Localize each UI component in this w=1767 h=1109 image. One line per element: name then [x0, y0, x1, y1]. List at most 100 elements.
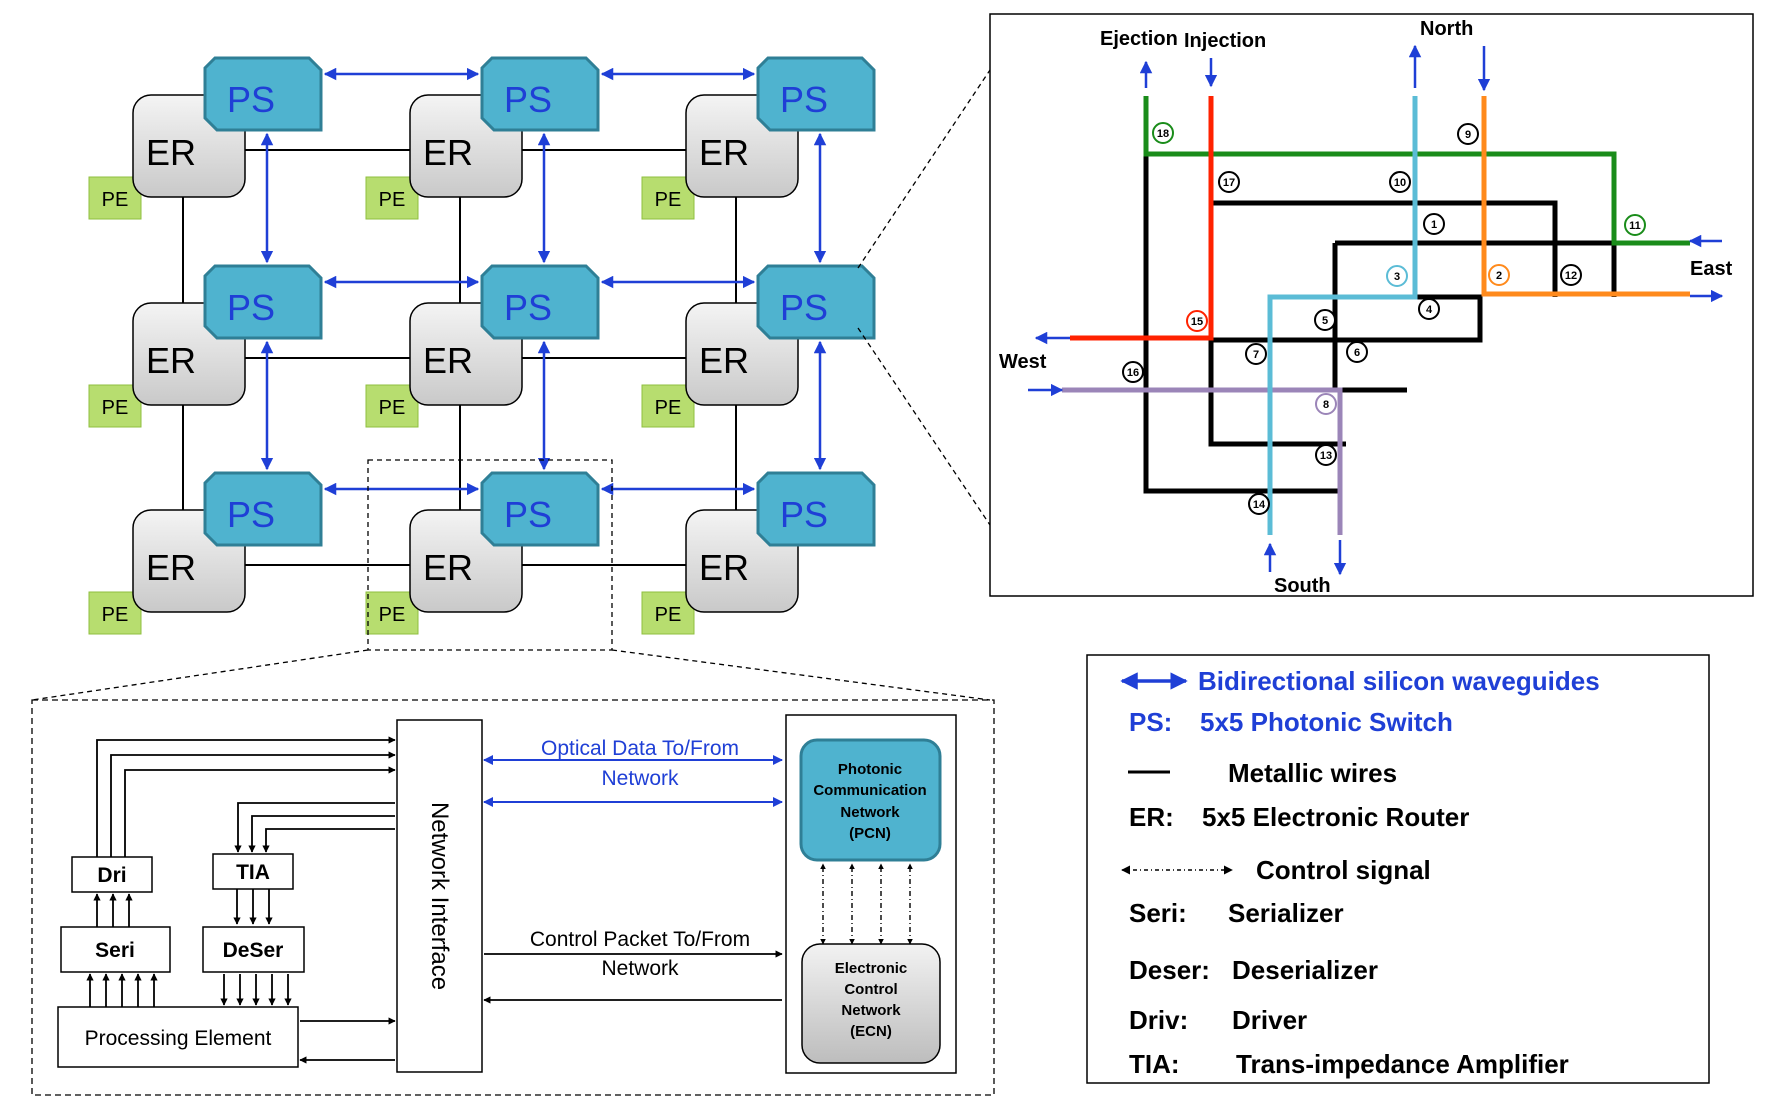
- legend-seri-desc: Serializer: [1228, 898, 1344, 928]
- mesh-grid: PEERPSPEERPSPEERPSPEERPSPEERPSPEERPSPEER…: [88, 56, 876, 635]
- switch-number: 1: [1431, 219, 1437, 231]
- ps-block: [480, 56, 600, 132]
- switch-marker: 7: [1245, 343, 1267, 365]
- network-interface-box: Network Interface: [396, 719, 483, 1073]
- switch-number: 7: [1253, 349, 1259, 361]
- router-line-cyan: [1267, 96, 1418, 535]
- switch-marker: 15: [1186, 310, 1208, 332]
- control-packet-label-line1: Control Packet To/From: [530, 928, 750, 951]
- router-line-black: [1211, 294, 1483, 343]
- ps-block: [756, 471, 876, 547]
- port-ejection-label: Ejection: [1100, 28, 1178, 50]
- switch-marker: 4: [1418, 298, 1440, 320]
- dri-box: Dri: [71, 856, 153, 893]
- ps-block: [756, 264, 876, 340]
- legend-waveguide-text: Bidirectional silicon waveguides: [1198, 666, 1600, 696]
- switch-number: 4: [1426, 304, 1433, 316]
- legend-deser-desc: Deserializer: [1232, 955, 1378, 985]
- legend-panel: Bidirectional silicon waveguides PS: 5x5…: [1086, 654, 1710, 1084]
- ps-label: PS: [227, 287, 275, 328]
- optical-data-label-line2: Network: [601, 767, 679, 790]
- router-line-purple: [1062, 387, 1343, 535]
- switch-number: 9: [1465, 129, 1471, 141]
- port-injection-label: Injection: [1184, 30, 1266, 52]
- switch-marker-circle: [1386, 265, 1408, 287]
- switch-marker-circle: [1314, 309, 1336, 331]
- tia-box: TIA: [212, 853, 294, 890]
- switch-marker: 6: [1346, 341, 1368, 363]
- ps-label: PS: [227, 79, 275, 120]
- legend-ps-key: PS:: [1129, 707, 1172, 737]
- legend-tia-desc: Trans-impedance Amplifier: [1236, 1049, 1569, 1079]
- router-line-black: [1143, 154, 1340, 494]
- pe-block: [365, 176, 419, 220]
- pe-block: [641, 176, 695, 220]
- ecn-label-3: Network: [841, 1002, 901, 1019]
- ps-label: PS: [504, 79, 552, 120]
- tia-label: TIA: [236, 861, 270, 884]
- router-line-black: [1211, 200, 1558, 297]
- legend-control-text: Control signal: [1256, 855, 1431, 885]
- pe-block: [88, 591, 142, 635]
- switch-marker: 11: [1624, 214, 1646, 236]
- switch-marker-circle: [1152, 122, 1174, 144]
- port-south-label: South: [1274, 575, 1331, 597]
- ni-network-links: [483, 755, 783, 1004]
- pe-block: [88, 176, 142, 220]
- switch-marker: 10: [1389, 171, 1411, 193]
- mesh-waveguides: [260, 67, 827, 496]
- switch-marker: 18: [1152, 122, 1174, 144]
- pe-label: PE: [379, 397, 406, 419]
- ecn-label-4: (ECN): [850, 1023, 892, 1040]
- ps-block: [203, 264, 323, 340]
- er-label: ER: [699, 340, 749, 381]
- router-port-labels: Ejection Injection North East West South: [999, 18, 1733, 597]
- legend-seri-key: Seri:: [1129, 898, 1187, 928]
- ps-label: PS: [780, 494, 828, 535]
- deser-label: DeSer: [223, 939, 284, 962]
- er-label: ER: [146, 132, 196, 173]
- pcn-ecn-control-links: [820, 863, 913, 945]
- switch-marker: 13: [1315, 444, 1337, 466]
- port-north-label: North: [1420, 18, 1473, 40]
- ps-label: PS: [227, 494, 275, 535]
- switch-marker-circle: [1624, 214, 1646, 236]
- switch-marker-circle: [1346, 341, 1368, 363]
- switch-marker: 8: [1315, 393, 1337, 415]
- switch-marker-circle: [1315, 393, 1337, 415]
- pe-label: PE: [379, 189, 406, 211]
- ps-block: [756, 56, 876, 132]
- legend-ps-desc: 5x5 Photonic Switch: [1200, 707, 1453, 737]
- pe-block: [365, 384, 419, 428]
- legend-er-key: ER:: [1129, 802, 1174, 832]
- switch-number: 2: [1496, 270, 1502, 282]
- ps-label: PS: [504, 287, 552, 328]
- switch-number: 3: [1394, 271, 1400, 283]
- zoom-target-box: [367, 459, 613, 651]
- pe-signal-lines: [86, 736, 396, 1064]
- ecn-label-1: Electronic: [835, 960, 908, 977]
- pcn-label-1: Photonic: [838, 761, 902, 778]
- ps-label: PS: [780, 287, 828, 328]
- pe-label: PE: [102, 397, 129, 419]
- pe-label: PE: [655, 189, 682, 211]
- seri-label: Seri: [95, 939, 135, 962]
- mesh-nodes: PEERPSPEERPSPEERPSPEERPSPEERPSPEERPSPEER…: [88, 56, 876, 635]
- pe-block: [365, 591, 419, 635]
- switch-marker-circle: [1248, 493, 1270, 515]
- pcn-label-3: Network: [840, 804, 900, 821]
- ps-block: [203, 471, 323, 547]
- legend-driv-desc: Driver: [1232, 1005, 1307, 1035]
- er-label: ER: [423, 547, 473, 588]
- router-waveguides: [1062, 96, 1690, 535]
- ps-block: [480, 264, 600, 340]
- switch-marker-circle: [1560, 264, 1582, 286]
- ps-block: [480, 471, 600, 547]
- switch-marker: 12: [1560, 264, 1582, 286]
- pcn-label-4: (PCN): [849, 825, 891, 842]
